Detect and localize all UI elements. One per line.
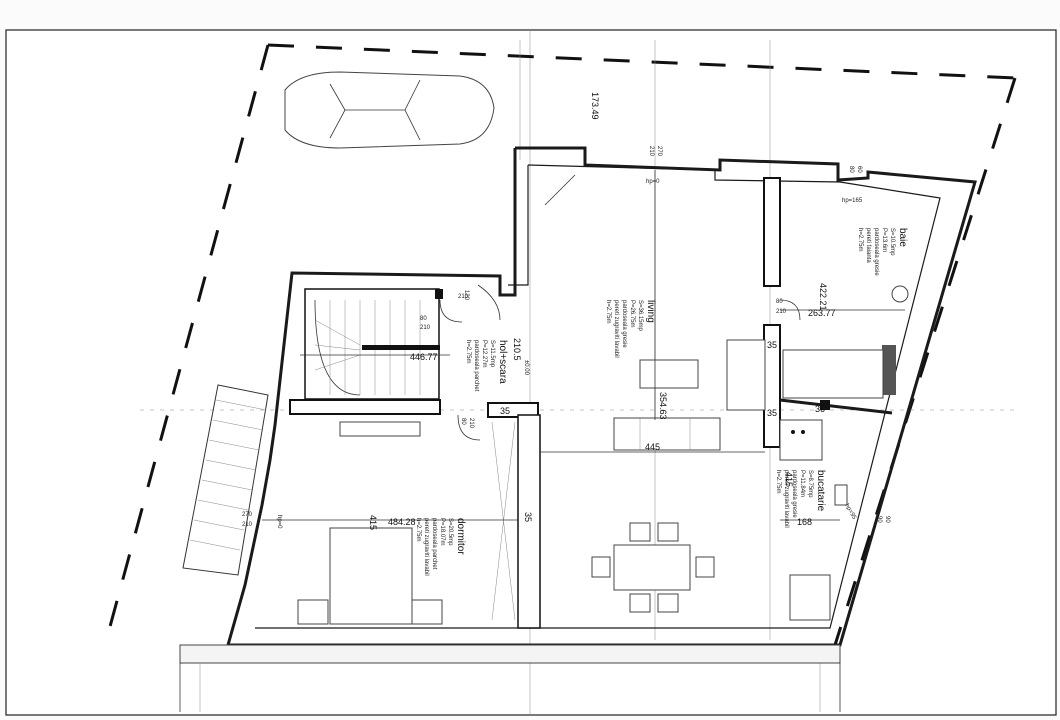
room-label-dormitor: dormitor S=20.5mp P=18.07m pardoseala pa… bbox=[415, 518, 466, 576]
op-top-2: 270 bbox=[656, 146, 662, 157]
op-hp-dorm: hp=0 bbox=[276, 515, 282, 529]
dormitor-name: dormitor bbox=[455, 518, 466, 555]
dining-table bbox=[613, 544, 691, 591]
hol-name: hol+scara bbox=[497, 340, 508, 384]
exterior-stair bbox=[182, 384, 269, 576]
living-note2: pereti zugraviti lavabil bbox=[613, 300, 619, 358]
hol-area: S=11.5mp bbox=[489, 340, 495, 368]
dim-buc-h: 415 bbox=[784, 472, 794, 487]
stair-marker: ±0.00 bbox=[523, 360, 529, 376]
op-w-buc-1: 90 bbox=[876, 516, 882, 523]
room-label-bucatarie: bucatarie S=8.75mp P=11.84m pardoseala g… bbox=[775, 470, 826, 528]
dim-wall-36: 36 bbox=[815, 404, 825, 414]
bucatarie-perimeter: P=11.84m bbox=[799, 470, 805, 497]
living-furniture bbox=[613, 339, 766, 451]
op-d-hol-4: 210 bbox=[420, 325, 431, 331]
bedroom-furniture bbox=[297, 421, 516, 625]
bucatarie-note2: pereti zugraviti lavabil bbox=[783, 470, 789, 528]
living-height: h=2.75m bbox=[605, 300, 611, 324]
dim-living-w: 445 bbox=[645, 442, 660, 452]
sink bbox=[891, 285, 909, 303]
terrace bbox=[179, 644, 841, 712]
baie-note1: pardoseala gresie bbox=[873, 228, 879, 276]
bucatarie-note1: pardoseala gresie bbox=[791, 470, 797, 518]
op-baie-top-2: 60 bbox=[856, 166, 862, 173]
bucatarie-area: S=8.75mp bbox=[807, 470, 813, 498]
op-top-1: 210 bbox=[648, 146, 654, 157]
dim-top-width: 173.49 bbox=[590, 92, 600, 120]
dim-dorm-w: 484.28 bbox=[388, 517, 416, 527]
room-label-baie: baie S=10.5mp P=13.6m pardoseala gresie … bbox=[857, 228, 908, 276]
property-boundary bbox=[103, 43, 1017, 646]
op-d-baie-1: 80 bbox=[776, 299, 783, 305]
room-label-hol: hol+scara S=11.5mp P=12.27m pardoseala p… bbox=[465, 340, 508, 392]
bathtub bbox=[782, 349, 884, 399]
baie-perimeter: P=13.6m bbox=[881, 228, 887, 252]
hol-note1: pardoseala parchet bbox=[473, 340, 479, 392]
bucatarie-height: h=2.75m bbox=[775, 470, 781, 494]
op-d-hol-1: 120 bbox=[463, 290, 469, 301]
dimension-lines bbox=[262, 170, 905, 521]
dim-hol-h: 210.5 bbox=[512, 338, 522, 361]
interior-walls bbox=[289, 177, 896, 629]
dim-living-h: 354.63 bbox=[658, 392, 668, 420]
dormitor-note2: pereti zugraviti lavabil bbox=[423, 518, 429, 576]
baie-height: h=2.75m bbox=[857, 228, 863, 252]
dim-col-c: 35 bbox=[523, 512, 533, 522]
dim-col-a: 35 bbox=[767, 340, 777, 350]
armchair bbox=[726, 339, 766, 411]
dim-hol-w: 446.77 bbox=[410, 352, 438, 362]
bucatarie-name: bucatarie bbox=[815, 470, 826, 512]
baie-name: baie bbox=[897, 228, 908, 247]
op-d-dorm-2: 210 bbox=[468, 418, 474, 429]
baie-note2: pereti faianta bbox=[865, 228, 871, 263]
dormitor-height: h=2.75m bbox=[415, 518, 421, 542]
dim-baie-h: 422.21 bbox=[818, 283, 828, 311]
dimension-labels: 173.49 354.63 445 446.77 210.5 422.21 26… bbox=[368, 92, 836, 530]
op-w-dorm-2: 210 bbox=[242, 522, 253, 528]
op-d-hol-2: 210 bbox=[458, 294, 469, 300]
op-w-dorm-1: 270 bbox=[242, 512, 253, 518]
living-perimeter: P=26.75m bbox=[629, 300, 635, 328]
car-icon bbox=[284, 71, 495, 149]
op-d-baie-2: 210 bbox=[776, 309, 787, 315]
dormitor-perimeter: P=18.07m bbox=[439, 518, 445, 546]
dining-set bbox=[591, 522, 715, 613]
kitchen-fixtures bbox=[779, 285, 909, 621]
door-swings bbox=[439, 174, 801, 441]
hol-height: h=2.75m bbox=[465, 340, 471, 364]
dormitor-area: S=20.5mp bbox=[447, 518, 453, 546]
dim-baie-w: 263.77 bbox=[808, 308, 836, 318]
baie-area: S=10.5mp bbox=[889, 228, 895, 256]
dormitor-note1: pardoseala parchet bbox=[431, 518, 437, 570]
op-baie-top-1: 80 bbox=[848, 166, 854, 173]
room-label-living: living S=36.15mp P=26.75m pardoseala gre… bbox=[605, 300, 656, 358]
living-area: S=36.15mp bbox=[637, 300, 643, 332]
bed bbox=[329, 527, 413, 625]
dim-col-b: 35 bbox=[500, 406, 510, 416]
op-d-dorm-1: 80 bbox=[460, 418, 466, 425]
living-name: living bbox=[645, 300, 656, 323]
dim-col-d: 35 bbox=[767, 408, 777, 418]
staircase bbox=[314, 299, 440, 396]
op-d-hol-3: 80 bbox=[420, 316, 427, 322]
op-hp-baie: hp=165 bbox=[842, 198, 863, 204]
coffee-table bbox=[639, 359, 699, 389]
living-note1: pardoseala gresie bbox=[621, 300, 627, 348]
op-hp-top: hp=0 bbox=[646, 179, 660, 185]
dim-dorm-h: 415 bbox=[368, 515, 378, 530]
dim-buc-w: 168 bbox=[797, 517, 812, 527]
op-w-buc-2: 90 bbox=[884, 516, 890, 523]
sofa bbox=[613, 417, 721, 451]
hol-perimeter: P=12.27m bbox=[481, 340, 487, 368]
